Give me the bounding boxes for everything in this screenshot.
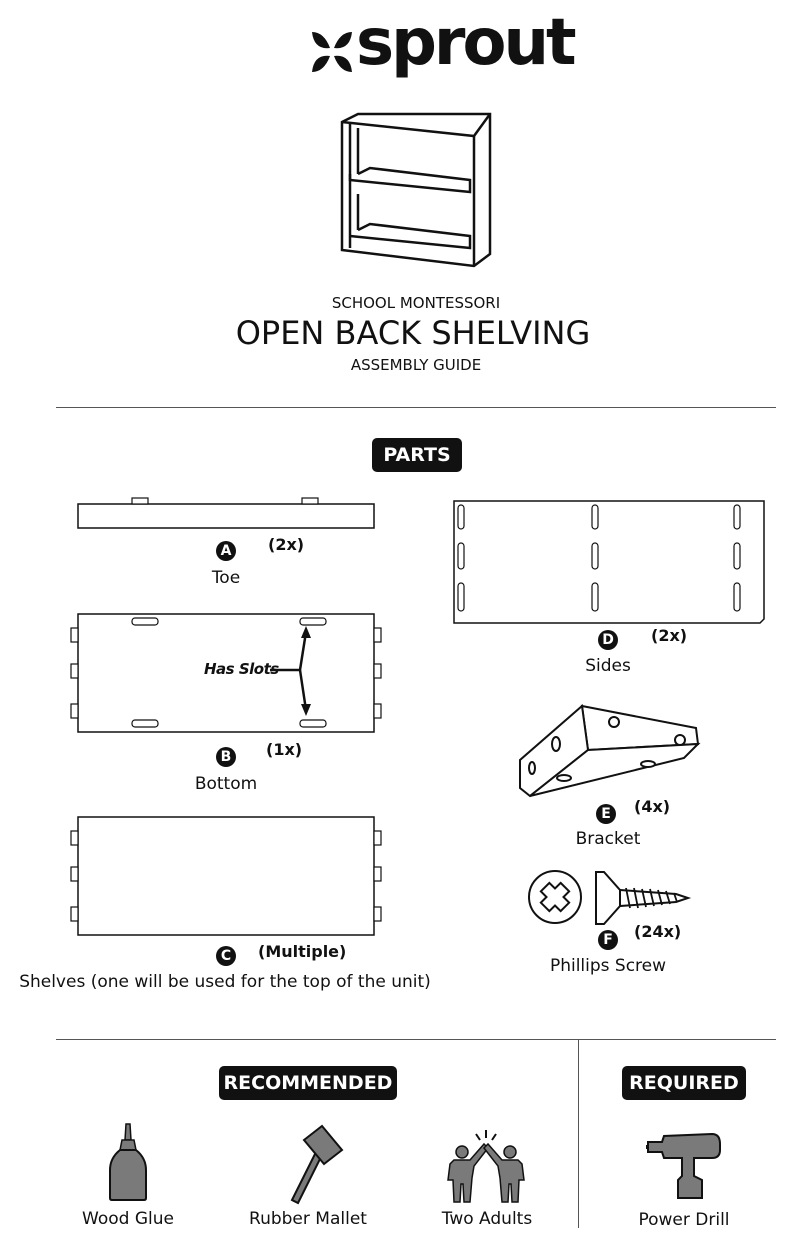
bracket-illustration — [519, 704, 701, 798]
product-line: SCHOOL MONTESSORI — [331, 294, 501, 312]
two-adults-icon — [447, 1130, 525, 1203]
part-qty-b: (1x) — [266, 740, 303, 759]
part-letter-a: A — [216, 541, 236, 561]
part-letter-d: D — [598, 630, 618, 650]
mallet-icon — [290, 1124, 344, 1205]
page-subtitle: ASSEMBLY GUIDE — [350, 356, 482, 374]
slots-callout: Has Slots — [204, 660, 279, 678]
page-title: OPEN BACK SHELVING — [235, 314, 591, 352]
glue-bottle-icon — [109, 1123, 147, 1201]
part-letter-b: B — [216, 747, 236, 767]
part-name-c: Shelves (one will be used for the top of… — [19, 972, 431, 992]
toe-board-illustration — [77, 497, 375, 529]
phillips-screw-head-icon — [528, 870, 582, 924]
tool-label-power-drill: Power Drill — [638, 1210, 730, 1230]
part-name-f: Phillips Screw — [549, 956, 667, 976]
tool-label-rubber-mallet: Rubber Mallet — [249, 1209, 367, 1229]
part-qty-f: (24x) — [634, 922, 682, 941]
logo-wordmark: sprout — [356, 6, 577, 80]
part-qty-d: (2x) — [651, 626, 688, 645]
divider-top — [56, 407, 776, 408]
divider-bottom — [56, 1039, 776, 1040]
part-letter-c: C — [216, 946, 236, 966]
part-letter-e: E — [596, 804, 616, 824]
part-qty-c: (Multiple) — [258, 942, 347, 961]
part-qty-e: (4x) — [634, 797, 671, 816]
divider-vertical — [578, 1040, 579, 1228]
tool-label-two-adults: Two Adults — [441, 1209, 533, 1229]
part-name-b: Bottom — [194, 774, 258, 794]
part-letter-f: F — [598, 930, 618, 950]
phillips-screw-side-icon — [595, 871, 692, 925]
logo-mark-icon — [312, 32, 352, 72]
tool-label-wood-glue: Wood Glue — [82, 1209, 174, 1229]
shelf-board-illustration — [70, 816, 382, 936]
side-panel-illustration — [453, 500, 765, 624]
bookshelf-illustration — [340, 112, 492, 268]
part-name-a: Toe — [211, 568, 241, 588]
part-name-e: Bracket — [575, 829, 641, 849]
recommended-badge: RECOMMENDED — [219, 1066, 397, 1100]
required-badge: REQUIRED — [622, 1066, 746, 1100]
part-name-d: Sides — [585, 656, 631, 676]
part-qty-a: (2x) — [268, 535, 305, 554]
bottom-board-illustration — [70, 613, 382, 733]
parts-badge: PARTS — [372, 438, 462, 472]
power-drill-icon — [646, 1132, 721, 1199]
